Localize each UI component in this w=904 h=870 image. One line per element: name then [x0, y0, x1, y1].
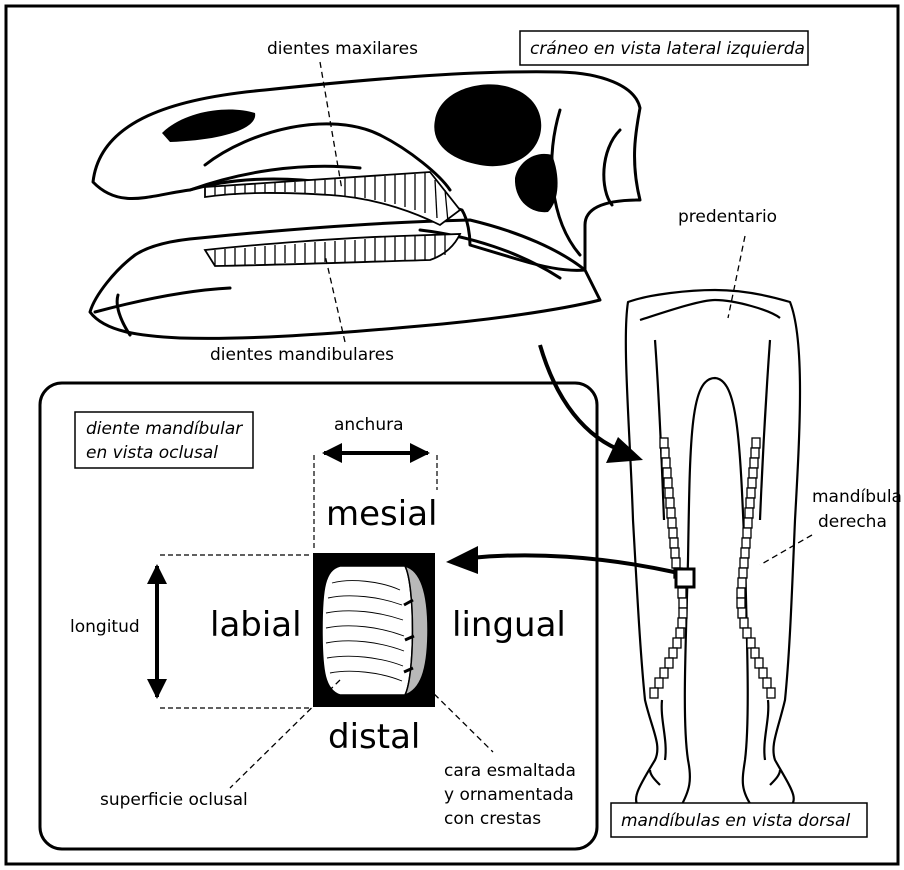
- infratemporal-fenestra: [515, 154, 558, 212]
- arrowhead-tooth-to-detail: [446, 546, 478, 574]
- leader-mandibula-derecha: [760, 535, 812, 565]
- mandibles-drawing: [626, 290, 800, 808]
- leader-maxilares: [320, 62, 342, 190]
- label-labial: labial: [210, 605, 302, 645]
- label-distal: distal: [328, 717, 420, 757]
- label-dientes-maxilares: dientes maxilares: [267, 39, 418, 59]
- label-predentario: predentario: [678, 207, 777, 227]
- caption-craneo: cráneo en vista lateral izquierda: [530, 39, 805, 59]
- label-longitud: longitud: [70, 617, 140, 637]
- caption-diente-2: en vista oclusal: [86, 443, 218, 463]
- caption-diente-1: diente mandíbular: [86, 419, 243, 439]
- label-anchura: anchura: [334, 415, 404, 435]
- orbit: [434, 84, 541, 166]
- label-lingual: lingual: [452, 605, 566, 645]
- tooth-occlusal-surface: [322, 566, 413, 695]
- arrowhead-skull-to-mandibles: [606, 437, 643, 463]
- selected-tooth-marker: [676, 569, 694, 587]
- label-mandibula-derecha-2: derecha: [818, 512, 887, 532]
- label-mandibula-derecha-1: mandíbula: [812, 487, 902, 507]
- right-mandible-tooth-row: [737, 438, 775, 698]
- label-cara-3: con crestas: [444, 809, 541, 829]
- caption-mandibulas: mandíbulas en vista dorsal: [621, 811, 850, 831]
- label-cara-1: cara esmaltada: [444, 761, 576, 781]
- leader-mandibulares: [325, 255, 345, 342]
- label-cara-2: y ornamentada: [444, 785, 574, 805]
- arrow-tooth-to-detail: [470, 555, 674, 572]
- skull-drawing: [90, 72, 640, 339]
- mandibular-tooth-row: [205, 234, 460, 266]
- leader-superficie: [230, 680, 340, 788]
- leader-cara: [420, 680, 493, 752]
- antorbital-opening: [162, 109, 255, 142]
- leader-predentario: [728, 236, 745, 318]
- label-superficie-oclusal: superficie oclusal: [100, 790, 248, 810]
- arrow-skull-to-mandibles: [540, 345, 625, 452]
- label-mesial: mesial: [326, 494, 437, 534]
- label-dientes-mandibulares: dientes mandibulares: [210, 345, 394, 365]
